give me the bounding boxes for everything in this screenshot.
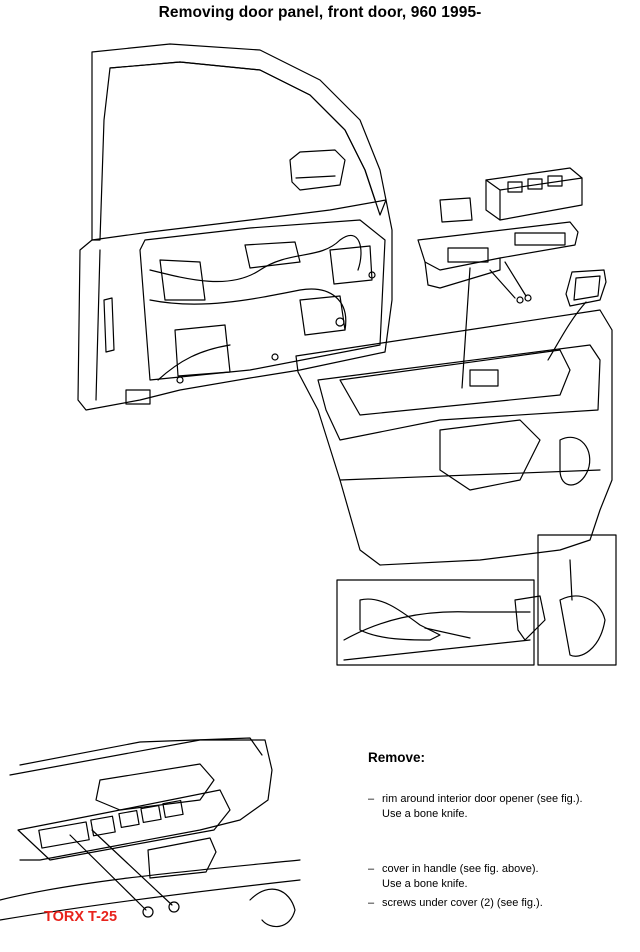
step-3-text: screws under cover (2) (see fig.).: [382, 897, 543, 909]
instruction-step-2: –cover in handle (see fig. above). Use a…: [368, 863, 539, 890]
remove-heading: Remove:: [368, 750, 426, 765]
bone-knife-inset-drawing: [336, 534, 617, 666]
step-2-text: cover in handle (see fig. above).: [382, 863, 539, 875]
step-2-note: Use a bone knife.: [382, 878, 468, 890]
page-title: Removing door panel, front door, 960 199…: [158, 4, 482, 21]
armrest-screws-figure-drawing: [0, 737, 301, 928]
instruction-step-1: –rim around interior door opener (see fi…: [368, 793, 583, 820]
torx-callout-label: TORX T-25: [44, 909, 118, 925]
instruction-step-3: –screws under cover (2) (see fig.).: [368, 897, 543, 909]
step-1-text: rim around interior door opener (see fig…: [382, 793, 583, 805]
step-1-note: Use a bone knife.: [382, 808, 468, 820]
door-frame-drawing: [77, 43, 393, 411]
door-trim-panel-drawing: [295, 267, 613, 566]
window-switch-module-drawing: [417, 167, 607, 307]
